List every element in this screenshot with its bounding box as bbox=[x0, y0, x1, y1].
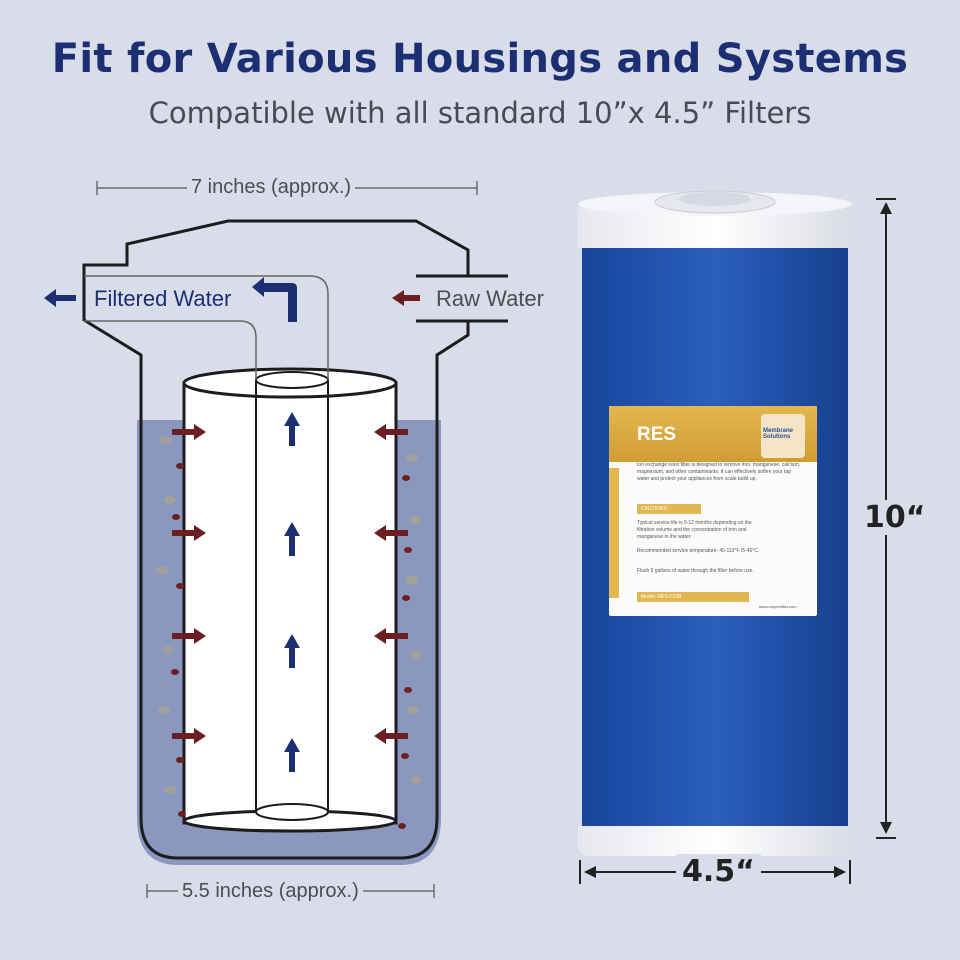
inflow-arrows bbox=[172, 290, 420, 744]
raw-water-label: Raw Water bbox=[436, 286, 544, 311]
port-lines bbox=[82, 274, 508, 323]
top-dimension-label: 7 inches (approx.) bbox=[187, 176, 356, 199]
height-label: 10“ bbox=[858, 500, 932, 535]
label-note-temp: Recommended service temperature: 40-113°… bbox=[637, 548, 760, 554]
product-name: RES bbox=[637, 424, 677, 445]
page-title: Fit for Various Housings and Systems bbox=[51, 36, 909, 82]
upflow-arrows bbox=[44, 277, 300, 772]
width-dimension-line bbox=[579, 860, 851, 884]
brand-logo-icon: Membrane Solutions bbox=[761, 414, 805, 458]
width-label: 4.5“ bbox=[676, 854, 761, 889]
housing-outline bbox=[82, 219, 470, 860]
label-model: Model: RES-F10B bbox=[637, 592, 749, 602]
label-note-flush: Flush 5 gallons of water through the fil… bbox=[637, 568, 754, 574]
product-label: RES Membrane Solutions Ion exchange resi… bbox=[609, 406, 817, 616]
label-note-life: Typical service life is 6-12 months depe… bbox=[637, 520, 752, 540]
bottom-dimension-label: 5.5 inches (approx.) bbox=[178, 880, 363, 903]
label-website: www.respecfilter.com bbox=[759, 604, 797, 609]
filtered-water-label: Filtered Water bbox=[94, 286, 232, 311]
page-subtitle: Compatible with all standard 10”x 4.5” F… bbox=[148, 96, 812, 130]
sediment-particles bbox=[156, 436, 422, 829]
outlet-tube bbox=[84, 275, 329, 380]
label-description: Ion exchange resin filter is designed to… bbox=[637, 462, 801, 482]
brand-logo-text: Membrane Solutions bbox=[763, 428, 794, 440]
label-caution: CAUTIONS: bbox=[637, 504, 701, 514]
label-side-stripe bbox=[609, 468, 619, 598]
